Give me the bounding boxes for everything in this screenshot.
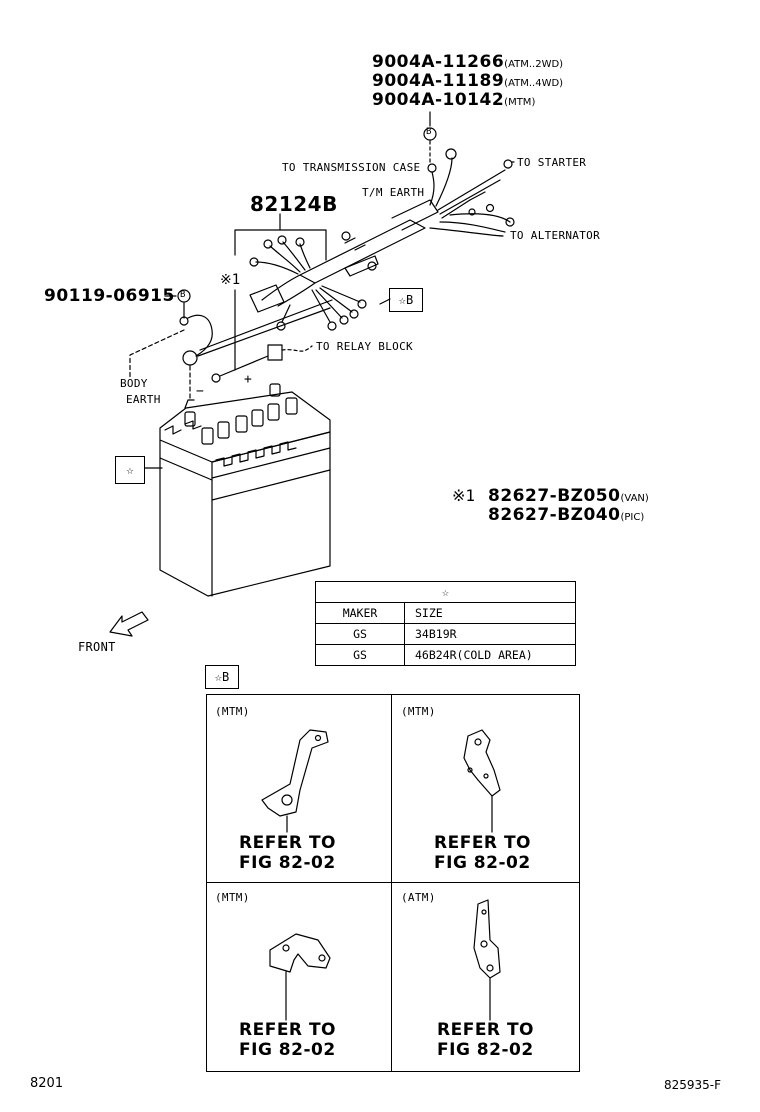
bracket-variant-3: (MTM): [215, 891, 250, 904]
harness-connector: [249, 284, 285, 313]
bracket-refer-4: REFER TO FIG 82-02: [437, 1020, 534, 1060]
b-circle-top: [423, 127, 437, 141]
star-b-tag-upper: ☆B: [389, 288, 423, 312]
part-note: (ATM..4WD): [504, 78, 564, 89]
tm-earth-label: T/M EARTH: [362, 186, 425, 199]
harness-sleeve-right: [391, 199, 439, 231]
table-row: GS 46B24R(COLD AREA): [315, 644, 576, 666]
harness-parts-mark: ※1: [452, 486, 476, 505]
grid-divider-vertical: [391, 695, 392, 1071]
bracket-refer-1: REFER TO FIG 82-02: [239, 833, 336, 873]
refer-to-text: REFER TO: [434, 833, 531, 853]
bracket-drawings: [261, 729, 501, 1021]
part-note: (ATM..2WD): [504, 59, 564, 70]
bracket-variant-2: (MTM): [401, 705, 436, 718]
part-number-text: 9004A-11266: [372, 52, 505, 72]
part-note: (VAN): [620, 493, 649, 504]
refer-to-text: REFER TO: [239, 833, 336, 853]
to-transmission-case-label: TO TRANSMISSION CASE: [282, 161, 421, 174]
b-mark-left: B: [180, 290, 186, 300]
page-code: 8201: [30, 1076, 64, 1091]
column-header-size: SIZE: [404, 602, 576, 624]
battery-spec-table: ☆ MAKER SIZE GS 34B19R GS 46B24R(COLD AR…: [315, 581, 576, 666]
bracket-refer-3: REFER TO FIG 82-02: [239, 1020, 336, 1060]
to-relay-block-label: TO RELAY BLOCK: [316, 340, 413, 353]
battery-plus-mark: +: [244, 372, 252, 387]
front-arrow: [109, 611, 149, 637]
column-header-maker: MAKER: [315, 602, 405, 624]
body-bolt-part-number: 90119-06915: [44, 286, 175, 306]
star-b-tag-lower: ☆B: [205, 665, 239, 689]
bracket-refer-2: REFER TO FIG 82-02: [434, 833, 531, 873]
b-circle-left: [177, 289, 191, 303]
body-earth-label-1: BODY: [120, 377, 148, 390]
fig-reference-text: FIG 82-02: [239, 1040, 336, 1060]
grid-divider-horizontal: [207, 882, 579, 883]
part-note: (MTM): [504, 97, 536, 108]
front-label: FRONT: [78, 640, 116, 654]
part-number-text: 82627-BZ040: [488, 505, 621, 525]
harness-part-2: 82627-BZ040(PIC): [488, 505, 644, 525]
fig-reference-text: FIG 82-02: [434, 853, 531, 873]
body-earth-label-2: EARTH: [126, 393, 161, 406]
harness-main-tube: [299, 219, 426, 284]
harness-part-1: 82627-BZ050(VAN): [488, 486, 649, 506]
ref-mark-1: ※1: [220, 272, 241, 288]
bracket-variant-1: (MTM): [215, 705, 250, 718]
bracket-grid: (MTM) REFER TO FIG 82-02 (MTM) REFER TO …: [206, 694, 580, 1072]
battery-drawing: [159, 383, 331, 597]
diagram-id: 825935-F: [664, 1078, 722, 1092]
part-number-top-1: 9004A-11266(ATM..2WD): [372, 52, 563, 72]
to-starter-label: TO STARTER: [517, 156, 587, 169]
table-header-star: ☆: [315, 581, 576, 603]
part-number-text: 82627-BZ050: [488, 486, 621, 506]
table-cell-size: 46B24R(COLD AREA): [404, 644, 576, 666]
table-cell-maker: GS: [315, 623, 405, 645]
b-mark-top: B: [426, 127, 432, 137]
fig-reference-text: FIG 82-02: [437, 1040, 534, 1060]
relay-connector: [267, 344, 283, 361]
part-note: (PIC): [620, 512, 645, 523]
part-number-text: 9004A-10142: [372, 90, 505, 110]
harness-part-number: 82124B: [250, 192, 338, 216]
part-number-text: 9004A-11189: [372, 71, 505, 91]
table-cell-maker: GS: [315, 644, 405, 666]
part-number-top-2: 9004A-11189(ATM..4WD): [372, 71, 563, 91]
table-cell-size: 34B19R: [404, 623, 576, 645]
refer-to-text: REFER TO: [437, 1020, 534, 1040]
star-tag-battery: ☆: [115, 456, 145, 484]
part-number-top-3: 9004A-10142(MTM): [372, 90, 535, 110]
refer-to-text: REFER TO: [239, 1020, 336, 1040]
fig-reference-text: FIG 82-02: [239, 853, 336, 873]
to-alternator-label: TO ALTERNATOR: [510, 229, 600, 242]
table-row: GS 34B19R: [315, 623, 576, 645]
bracket-variant-4: (ATM): [401, 891, 436, 904]
battery-minus-mark: −: [196, 384, 204, 399]
